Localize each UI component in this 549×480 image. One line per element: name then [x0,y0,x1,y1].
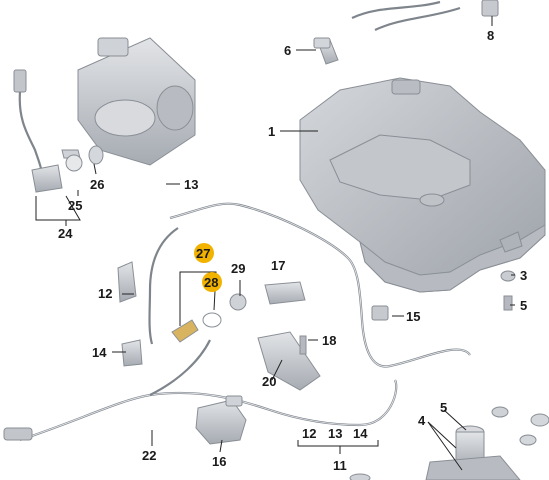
callout-22: 22 [142,448,156,463]
callout-27: 27 [196,246,210,261]
upper-hose-illustration [351,0,499,31]
callout-14-bottom: 14 [353,426,368,441]
temperature-sensor-illustration [171,293,247,343]
valve-illustration [195,395,247,445]
reservoir-tank-illustration [299,77,546,293]
fasteners-illustration [299,270,516,355]
callout-8: 8 [487,28,494,43]
sensor-cable-illustration [13,69,104,193]
callout-labels: 1 3 5 4 5 6 8 13 26 25 24 12 14 27 28 29… [58,28,527,473]
pump-motor-illustration [349,406,549,480]
callout-4: 4 [418,413,426,428]
callout-11: 11 [333,458,347,473]
callout-18: 18 [322,333,336,348]
callout-17: 17 [271,258,285,273]
callout-26: 26 [90,177,104,192]
callout-27-highlight [194,243,214,263]
callout-12-left: 12 [98,286,112,301]
callout-15: 15 [406,309,420,324]
clips-illustration [117,261,389,391]
callout-28: 28 [204,275,218,290]
cap-illustration [313,37,339,65]
callout-5: 5 [440,400,447,415]
fuel-line-illustration [3,202,471,442]
callout-14-left: 14 [92,345,107,360]
callout-16: 16 [212,454,226,469]
callout-25: 25 [68,198,82,213]
callout-5-right: 5 [520,298,527,313]
callout-24: 24 [58,226,73,241]
pump-assembly-illustration [61,37,196,166]
callout-6: 6 [284,43,291,58]
callout-29: 29 [231,261,245,276]
callout-13-top: 13 [184,177,198,192]
callout-3: 3 [520,268,527,283]
callout-1: 1 [268,124,275,139]
callout-12-bottom: 12 [302,426,316,441]
callout-13-bottom: 13 [328,426,342,441]
callout-28-highlight [202,272,222,292]
callout-20: 20 [262,374,276,389]
leader-lines [35,16,515,471]
